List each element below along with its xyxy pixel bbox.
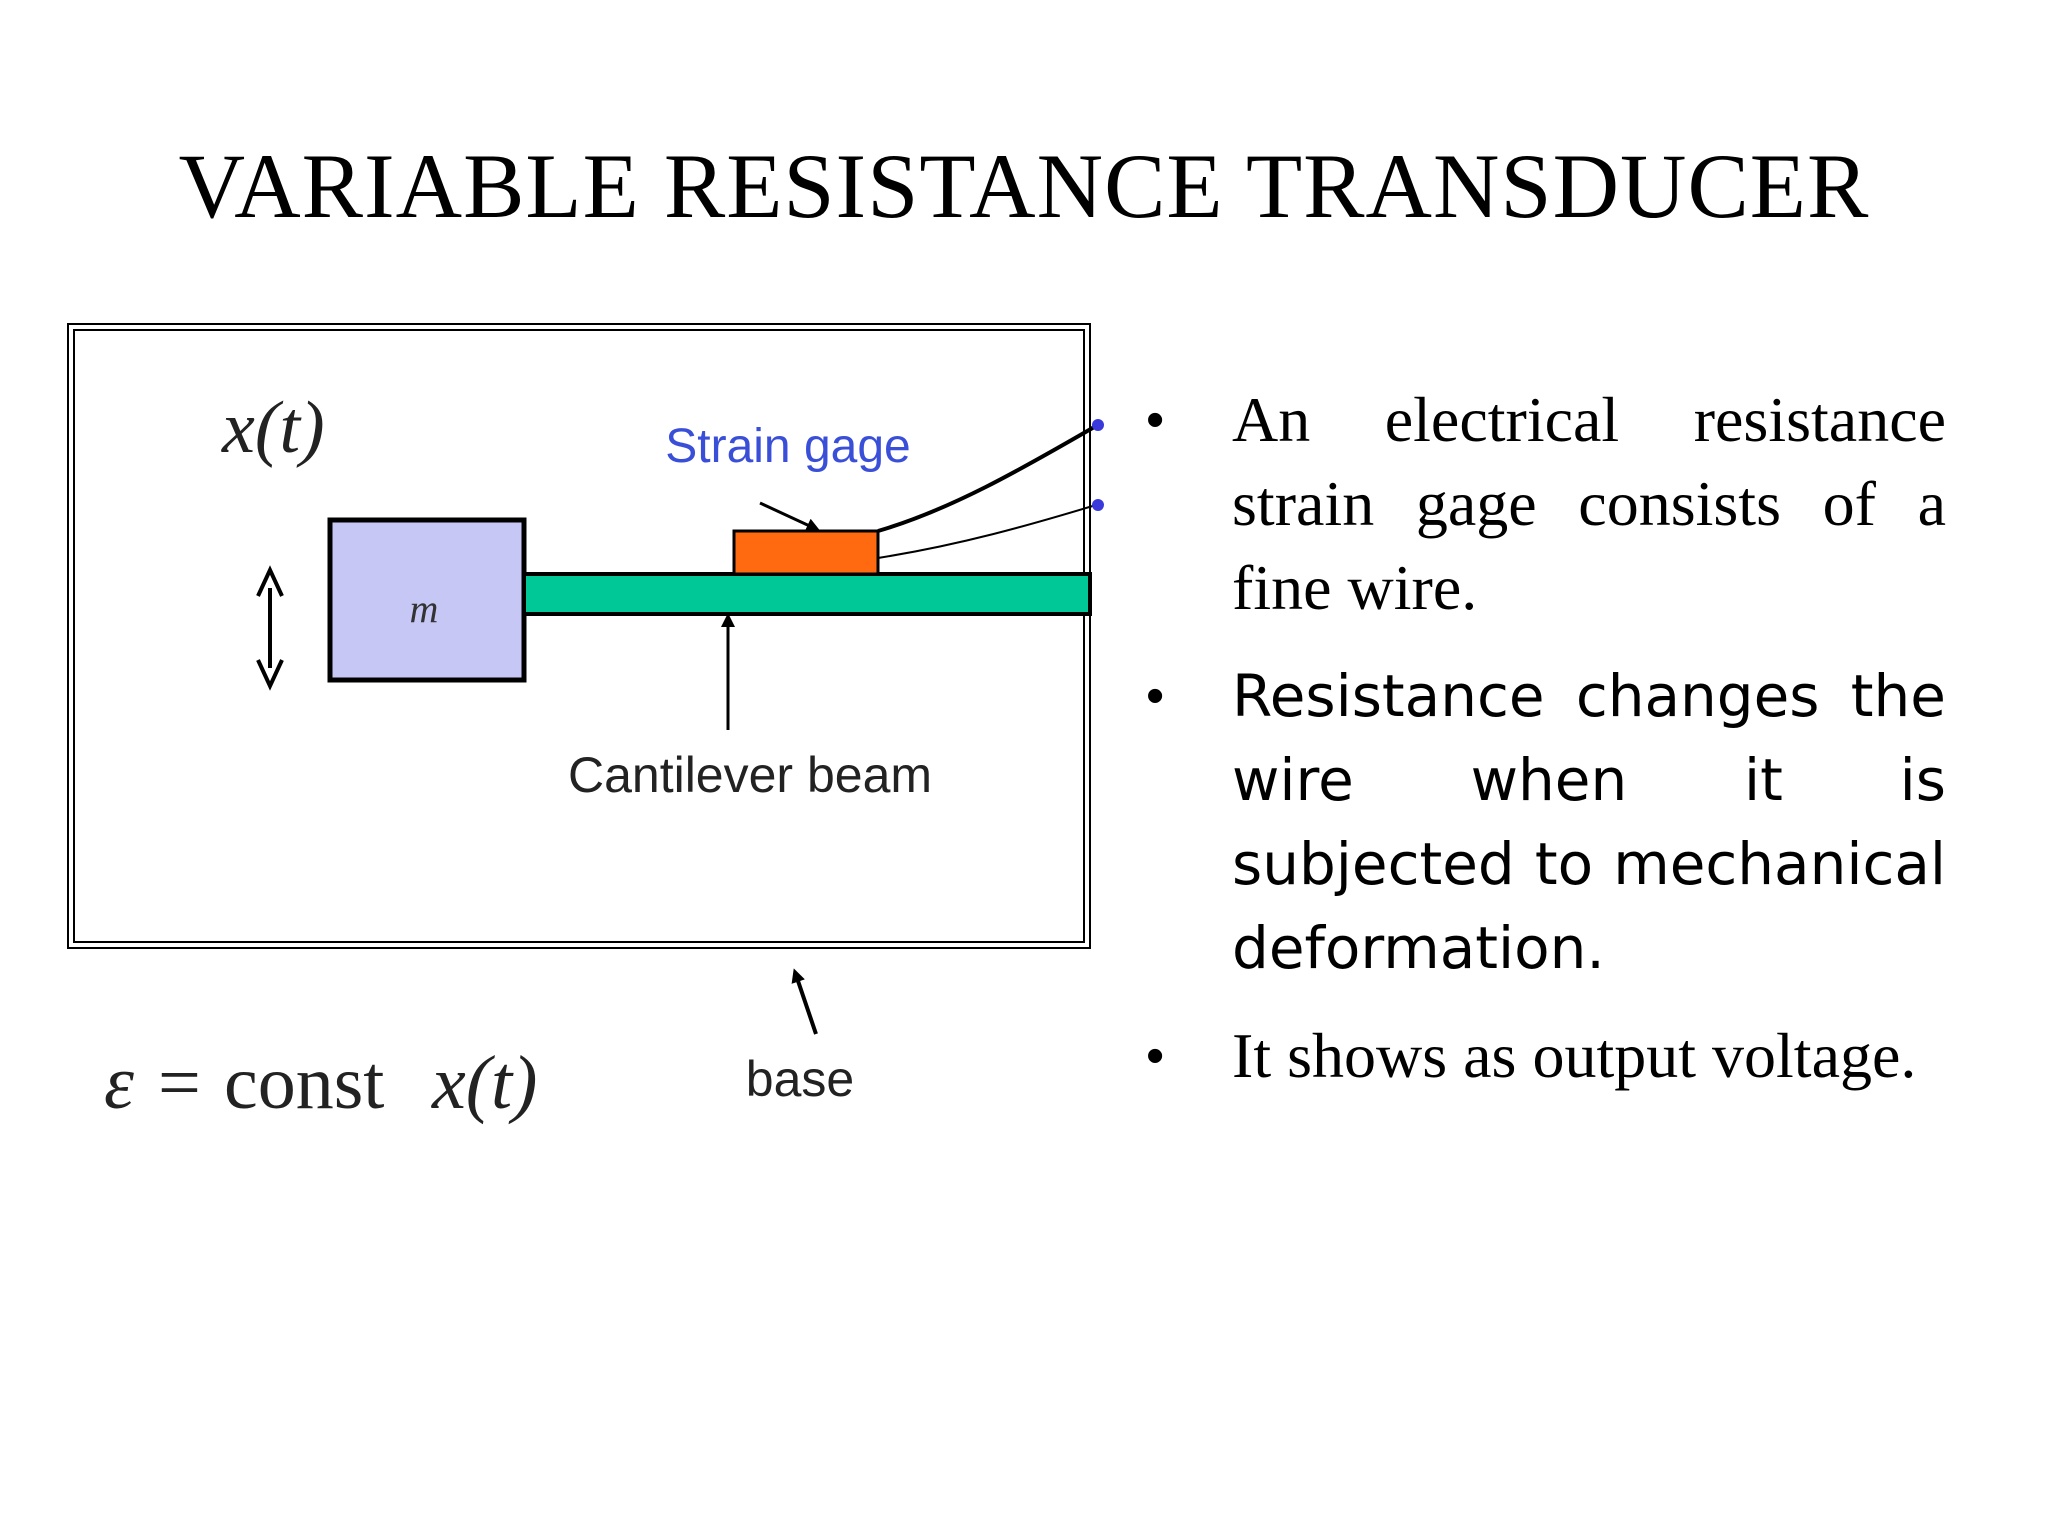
strain-gage-pointer-arrow xyxy=(759,501,821,532)
strain-equation: ε = const x(t) xyxy=(104,1041,537,1125)
equation-const: const xyxy=(224,1041,384,1125)
bullet-text: Resistance changes the wire when it is s… xyxy=(1232,662,1946,982)
slide-title: VARIABLE RESISTANCE TRANSDUCER xyxy=(178,135,1870,237)
diagram-frame-inner xyxy=(73,329,1085,943)
bullet-item: • It shows as output voltage. xyxy=(1146,1014,1946,1098)
displacement-label: x(t) xyxy=(221,387,325,469)
mass-label: m xyxy=(410,586,439,631)
strain-gage-label: Strain gage xyxy=(665,420,911,473)
bullet-dot-icon: • xyxy=(1146,391,1165,449)
bullet-item: • Resistance changes the wire when it is… xyxy=(1146,654,1946,990)
bullet-list: • An electrical resistance strain gage c… xyxy=(1146,378,1946,1098)
base-label: base xyxy=(746,1051,854,1107)
cantilever-beam-label: Cantilever beam xyxy=(568,747,932,803)
diagram-frame-outer xyxy=(67,323,1091,949)
wire-terminal-upper xyxy=(1092,419,1104,431)
mass-block xyxy=(327,517,527,683)
lead-wire-lower xyxy=(877,504,1097,559)
bullet-text: It shows as output voltage. xyxy=(1232,1020,1917,1091)
wire-terminal-lower xyxy=(1092,499,1104,511)
bullet-dot-icon: • xyxy=(1146,1027,1165,1085)
equation-epsilon: ε xyxy=(104,1041,134,1125)
bullet-text: An electrical resistance strain gage con… xyxy=(1232,384,1946,623)
vertical-motion-arrow-icon xyxy=(256,565,284,691)
strain-gage xyxy=(732,529,880,576)
bullet-dot-icon: • xyxy=(1146,667,1165,725)
bullet-item: • An electrical resistance strain gage c… xyxy=(1146,378,1946,630)
cantilever-beam xyxy=(522,572,1092,616)
lead-wire-upper xyxy=(877,424,1098,533)
base-pointer-arrow xyxy=(791,968,818,1035)
equation-term: x(t) xyxy=(431,1041,537,1125)
equation-equals: = xyxy=(158,1041,201,1125)
